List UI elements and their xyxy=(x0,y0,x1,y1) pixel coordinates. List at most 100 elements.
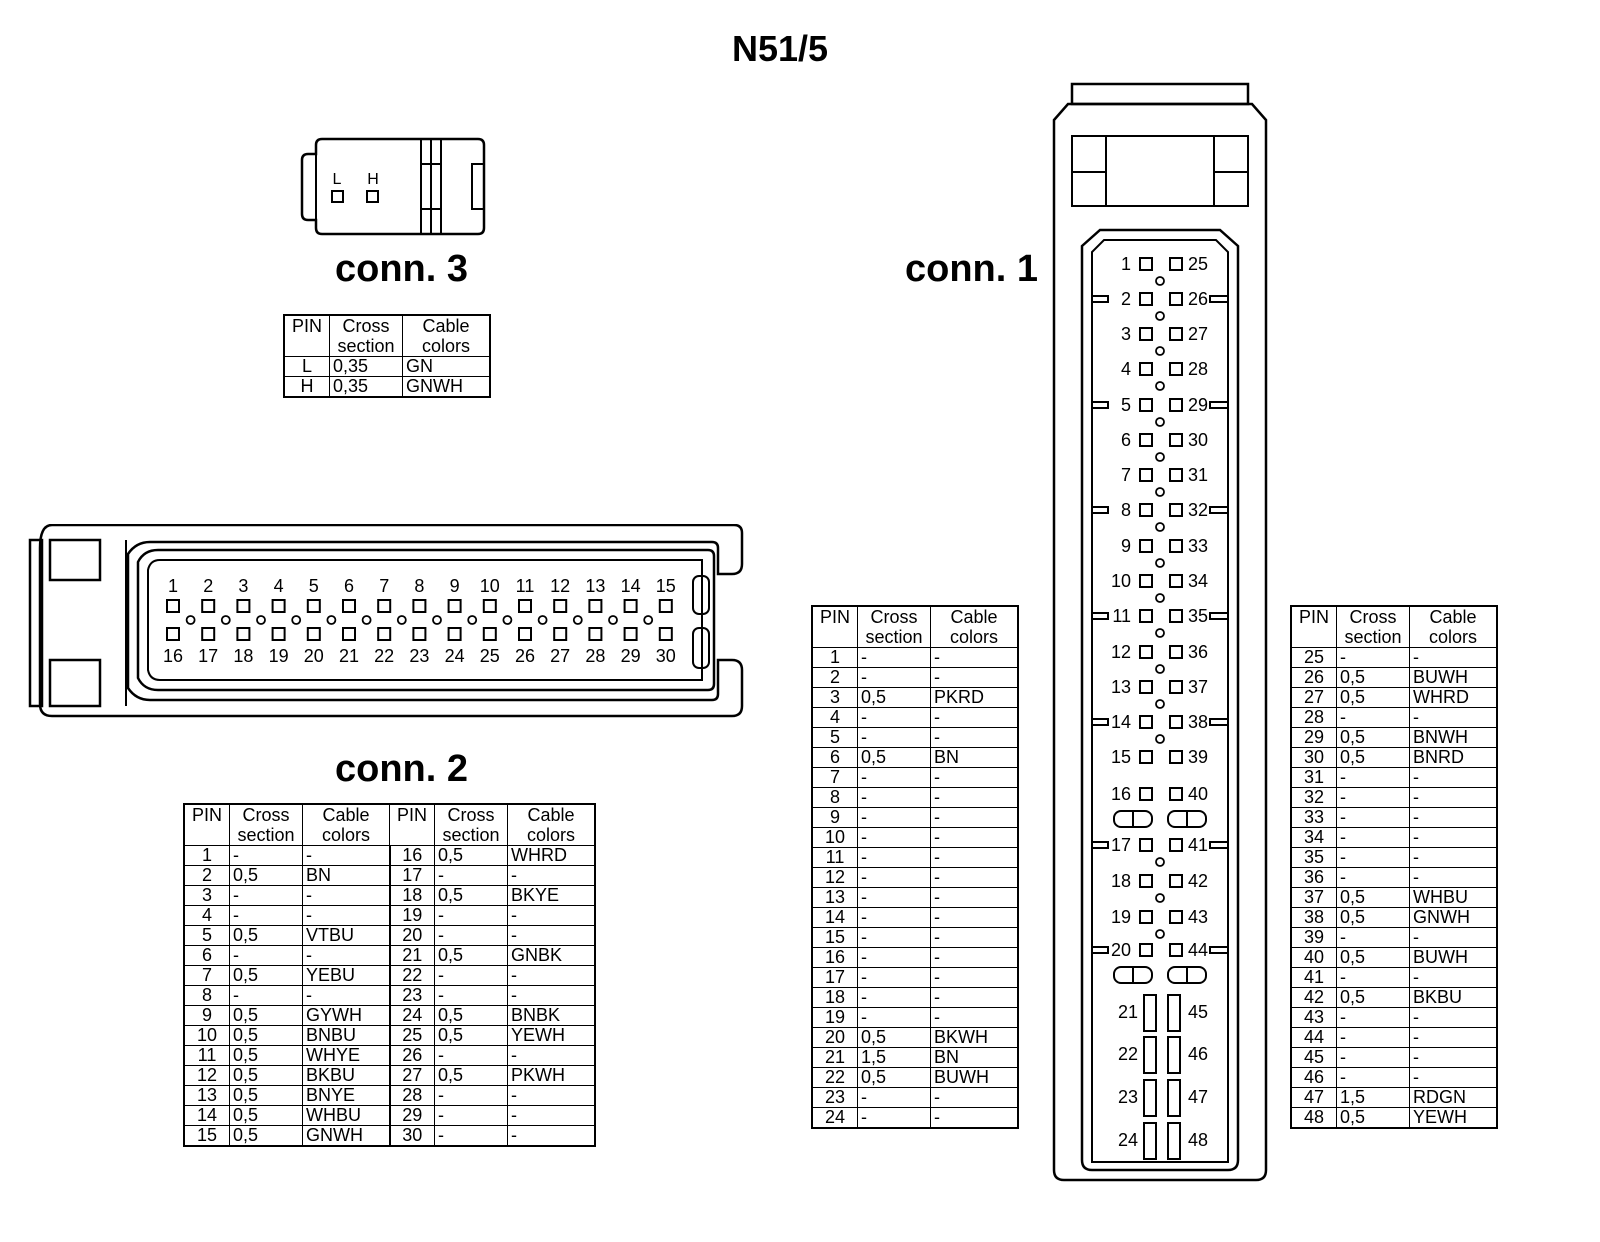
power-socket xyxy=(1167,994,1181,1032)
coding-notch xyxy=(1092,718,1109,726)
pin-number: 14 xyxy=(621,576,641,596)
pin-cell: 6 xyxy=(183,945,230,966)
pin-cell: 13 xyxy=(811,887,858,908)
pin-cell: 24 xyxy=(811,1107,858,1129)
diagram-title: N51/5 xyxy=(731,28,829,69)
pin-cell: 3 xyxy=(183,885,230,906)
pin-number: 23 xyxy=(409,646,429,666)
pin-socket xyxy=(412,599,427,613)
cable-color-cell: WHRD xyxy=(1409,687,1498,708)
pin-socket xyxy=(412,627,427,641)
pin-number: 29 xyxy=(1188,395,1208,415)
pin-socket xyxy=(1139,680,1153,694)
pin-cell: 14 xyxy=(811,907,858,928)
pin-number: 42 xyxy=(1188,871,1208,891)
pin-number: 26 xyxy=(515,646,535,666)
pin-number: 33 xyxy=(1188,536,1208,556)
pin-socket xyxy=(1139,910,1153,924)
cable-color-cell: YEBU xyxy=(302,965,390,986)
cross-section-cell: - xyxy=(434,1045,508,1066)
pin-cell: 45 xyxy=(1290,1047,1337,1068)
pin-number: 16 xyxy=(1111,784,1131,804)
pin-marker xyxy=(572,615,583,625)
coding-notch xyxy=(1209,295,1228,303)
pin-number: 14 xyxy=(1111,712,1131,732)
pin-cell: 26 xyxy=(1290,667,1337,688)
cross-section-cell: - xyxy=(434,865,508,886)
cable-color-cell: PKRD xyxy=(930,687,1019,708)
pin-cell: H xyxy=(283,376,330,398)
pin-cell: 29 xyxy=(1290,727,1337,748)
pin-socket xyxy=(236,599,251,613)
pin-number: 9 xyxy=(450,576,460,596)
table-row: 8--23-- xyxy=(183,985,596,1006)
cross-section-cell: - xyxy=(1336,1067,1410,1088)
pin-socket xyxy=(1139,609,1153,623)
pin-cell: 47 xyxy=(1290,1087,1337,1108)
pin-socket xyxy=(1139,433,1153,447)
pin-socket xyxy=(1139,257,1153,271)
cable-color-cell: BKWH xyxy=(930,1027,1019,1048)
power-socket xyxy=(1143,1036,1157,1074)
pin-number: 18 xyxy=(1111,871,1131,891)
pin-cell: 8 xyxy=(183,985,230,1006)
pin-number: 41 xyxy=(1188,835,1208,855)
pin-cell: 41 xyxy=(1290,967,1337,988)
cable-color-cell: - xyxy=(930,727,1019,748)
cross-section-cell: - xyxy=(229,905,303,926)
cross-section-cell: 0,35 xyxy=(329,356,403,377)
cross-section-cell: - xyxy=(1336,1027,1410,1048)
pin-cell: 23 xyxy=(388,985,435,1006)
table-row: 7-- xyxy=(811,767,1019,788)
table-row: 19-- xyxy=(811,1007,1019,1028)
pin-number: 38 xyxy=(1188,712,1208,732)
cable-color-cell: - xyxy=(1409,767,1498,788)
pin-cell: 12 xyxy=(183,1065,230,1086)
coding-notch xyxy=(1209,506,1228,514)
cross-section-cell: - xyxy=(857,987,931,1008)
cross-section-cell: - xyxy=(857,947,931,968)
cross-section-cell: 0,5 xyxy=(1336,987,1410,1008)
cable-color-cell: - xyxy=(302,945,390,966)
pin-cell: 12 xyxy=(811,867,858,888)
pin-marker xyxy=(256,615,266,625)
pin-cell: 42 xyxy=(1290,987,1337,1008)
table-row: 23-- xyxy=(811,1087,1019,1108)
pin-cell: 1 xyxy=(811,647,858,668)
cable-color-cell: - xyxy=(507,1125,596,1147)
pin-socket xyxy=(201,627,216,641)
cross-section-cell: - xyxy=(857,767,931,788)
cable-color-cell: - xyxy=(302,885,390,906)
pin-number: 10 xyxy=(480,576,500,596)
cross-section-cell: - xyxy=(857,847,931,868)
pin-number: 8 xyxy=(414,576,424,596)
pin-cell: 31 xyxy=(1290,767,1337,788)
pin-cell: 2 xyxy=(811,667,858,688)
pin-number: 16 xyxy=(163,646,183,666)
pin-cell: 48 xyxy=(1290,1107,1337,1129)
coding-notch xyxy=(1209,612,1228,620)
cross-section-cell: - xyxy=(857,867,931,888)
pin-cell: 11 xyxy=(811,847,858,868)
pin-marker xyxy=(1155,593,1165,603)
cross-section-cell: 0,5 xyxy=(229,1025,303,1046)
pin-marker xyxy=(185,615,196,625)
cross-section-cell: - xyxy=(1336,707,1410,728)
conn3-drawing: L H xyxy=(300,137,486,236)
